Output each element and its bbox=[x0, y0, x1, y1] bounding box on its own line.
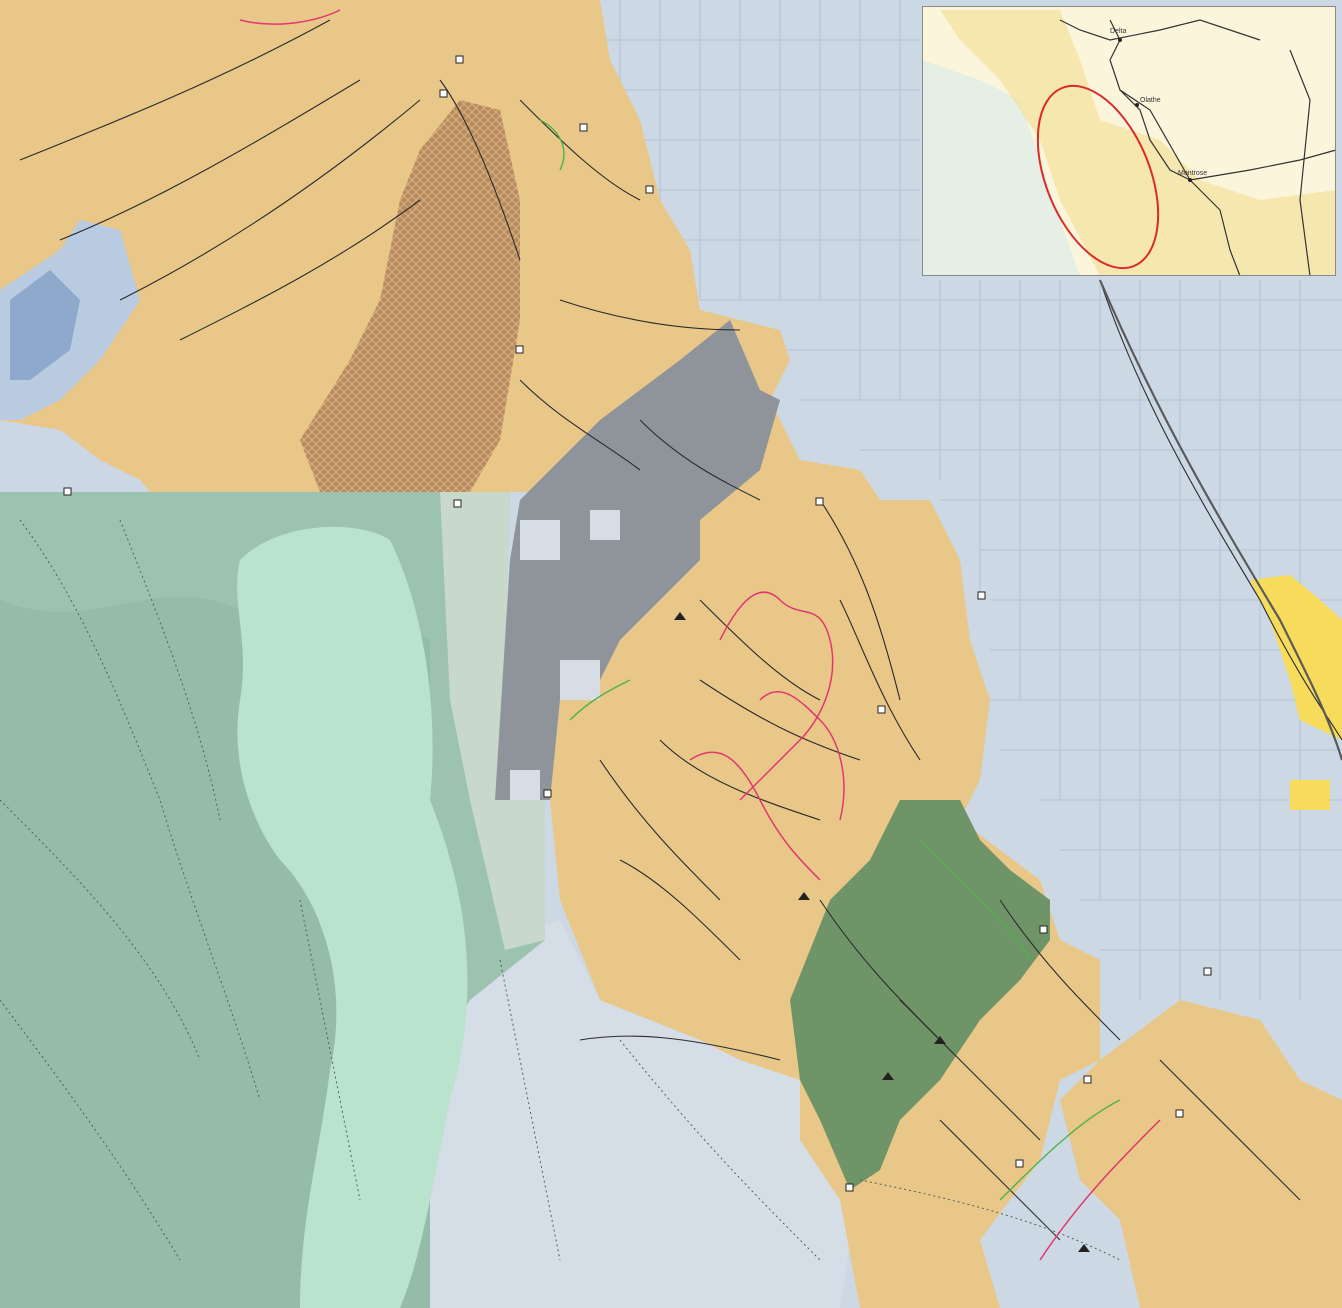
roads bbox=[19, 19, 1342, 1241]
campground-icon[interactable] bbox=[934, 1036, 946, 1044]
trailhead-icon[interactable] bbox=[845, 1183, 854, 1192]
trailhead-icon[interactable] bbox=[543, 789, 552, 798]
private-land-patch-nw-dark bbox=[10, 270, 80, 380]
gray-area-holes bbox=[510, 510, 620, 800]
highway bbox=[1098, 279, 1342, 761]
hatched-special-area bbox=[300, 100, 520, 492]
green-trails bbox=[539, 119, 1121, 1201]
inset-town-marker bbox=[1188, 178, 1192, 182]
inset-roads bbox=[1059, 19, 1337, 277]
trailhead-icon[interactable] bbox=[439, 89, 448, 98]
inset-town-label-olathe: Olathe bbox=[1140, 97, 1161, 104]
inset-town-marker bbox=[1118, 38, 1122, 42]
trailhead-icon[interactable] bbox=[579, 123, 588, 132]
inset-town-marker bbox=[1135, 103, 1139, 107]
town-patch bbox=[1290, 780, 1330, 810]
trailhead-icon[interactable] bbox=[1175, 1109, 1184, 1118]
campground-icon[interactable] bbox=[882, 1072, 894, 1080]
trailhead-icon[interactable] bbox=[455, 55, 464, 64]
campground-icon[interactable] bbox=[798, 892, 810, 900]
forest-inset-strip bbox=[440, 492, 545, 950]
trailhead-icon[interactable] bbox=[515, 345, 524, 354]
private-land-patch-w bbox=[0, 420, 150, 492]
trailhead-icon[interactable] bbox=[1015, 1159, 1024, 1168]
trailhead-icon[interactable] bbox=[645, 185, 654, 194]
campground-icons bbox=[674, 612, 1090, 1252]
wilderness-area bbox=[237, 526, 468, 1308]
green-special-area bbox=[790, 800, 1050, 1190]
campground-icon[interactable] bbox=[1078, 1244, 1090, 1252]
trailhead-icon[interactable] bbox=[1039, 925, 1048, 934]
trailhead-icon[interactable] bbox=[1083, 1075, 1092, 1084]
lower-private-land bbox=[430, 920, 860, 1308]
inset-forest bbox=[922, 60, 1080, 276]
inset-map bbox=[922, 6, 1337, 277]
trailhead-icon[interactable] bbox=[877, 705, 886, 714]
trailhead-icon[interactable] bbox=[815, 497, 824, 506]
trailhead-icon[interactable] bbox=[453, 499, 462, 508]
trailhead-icons bbox=[63, 55, 1212, 1192]
dotted-roads bbox=[0, 519, 1121, 1261]
inset-town-label-montrose: Montrose bbox=[1178, 170, 1208, 177]
inset-blm bbox=[940, 10, 1336, 276]
trailhead-icon[interactable] bbox=[977, 591, 986, 600]
trailhead-icon[interactable] bbox=[1203, 967, 1212, 976]
inset-town-label-delta: Delta bbox=[1110, 28, 1127, 35]
blm-land-east bbox=[1060, 1000, 1342, 1308]
red-trails bbox=[239, 9, 1161, 1261]
campground-icon[interactable] bbox=[674, 612, 686, 620]
inset-study-area-outline bbox=[1036, 84, 1160, 270]
trailhead-icon[interactable] bbox=[63, 487, 72, 496]
